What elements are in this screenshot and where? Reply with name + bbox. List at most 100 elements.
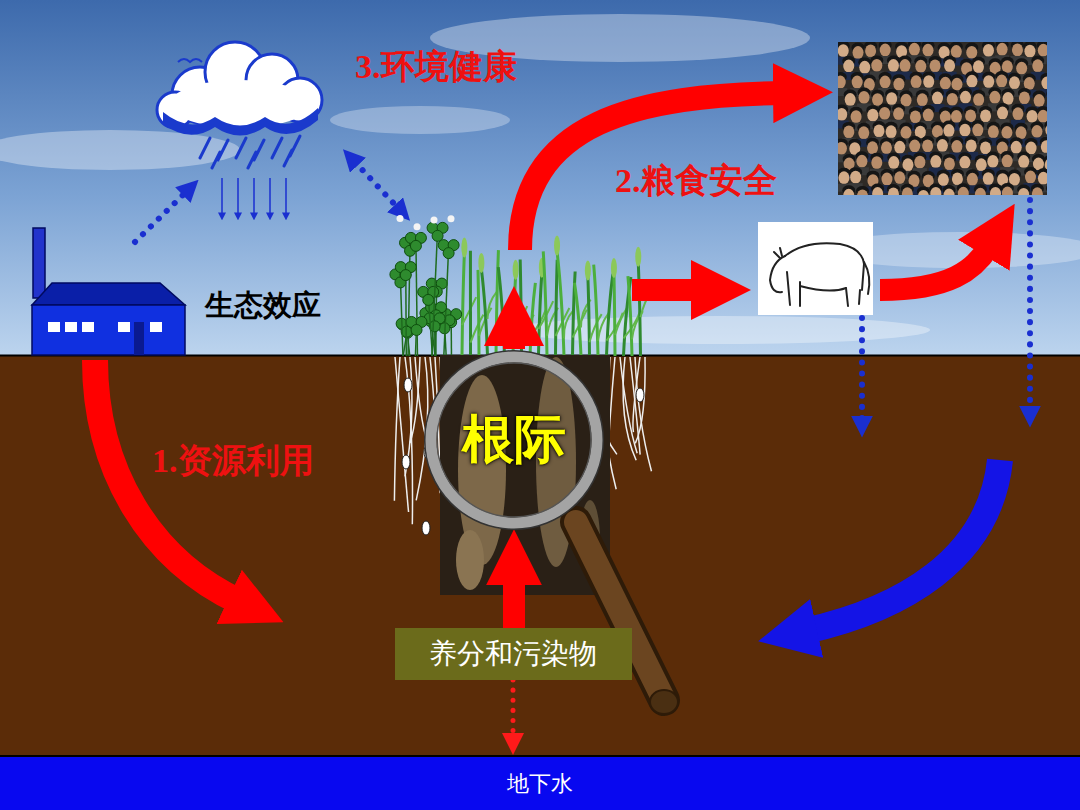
crowd-hair <box>1046 183 1047 193</box>
crowd-face <box>938 173 949 186</box>
crowd-face <box>843 189 854 195</box>
lens-ring-edge <box>437 363 591 517</box>
crowd-face <box>983 172 994 185</box>
cow-outline <box>774 248 782 258</box>
cow-outline <box>770 256 785 292</box>
effect-label: 生态效应 <box>205 286 321 326</box>
grain-spike <box>513 260 519 280</box>
grass-blade <box>557 252 564 356</box>
plant-root <box>410 357 420 443</box>
crowd-face <box>922 139 933 152</box>
rain-arrow <box>285 178 287 214</box>
crowd-face <box>1016 62 1027 75</box>
crowd-face <box>1041 140 1047 153</box>
crowd-face <box>838 142 847 155</box>
clover-flower <box>431 217 438 224</box>
crowd-face <box>1038 110 1047 123</box>
crowd-face <box>1018 188 1029 195</box>
crowd-face <box>852 76 863 89</box>
clover-leaf <box>410 240 421 251</box>
grass-blade <box>539 274 542 356</box>
crowd-face <box>881 173 892 186</box>
grass-blade <box>588 276 590 356</box>
clover-leaf <box>432 230 443 241</box>
dotted-arrow <box>859 318 865 420</box>
crowd-face <box>867 109 878 122</box>
crowd-face <box>856 155 867 168</box>
crowd-face <box>858 126 869 139</box>
cloud-base <box>163 108 318 136</box>
crowd-face <box>983 44 994 57</box>
grass-blade <box>481 269 487 356</box>
crowd-face <box>888 59 899 72</box>
crowd-face <box>980 109 991 122</box>
crowd-face <box>893 107 904 120</box>
crowd-face <box>1002 155 1013 168</box>
rain-streak <box>212 152 220 168</box>
crowd-face <box>838 42 1047 195</box>
crowd-face <box>888 187 899 195</box>
plant-root <box>635 357 645 443</box>
crowd-face <box>944 59 955 72</box>
crowd-face <box>997 43 1008 56</box>
crowd-face <box>952 172 963 185</box>
rain-streak <box>200 138 210 158</box>
crowd-face <box>930 187 941 195</box>
theme-label: 1.资源利用 <box>152 438 314 484</box>
crowd-photo <box>838 42 1047 195</box>
crowd-face <box>958 187 969 195</box>
grain-spike <box>635 247 641 267</box>
crowd-face <box>900 59 911 72</box>
crowd-face <box>894 171 905 184</box>
clover-flower <box>397 215 404 222</box>
crowd-face <box>1009 76 1020 89</box>
grass-blade <box>638 263 640 356</box>
crowd-face <box>1027 110 1038 123</box>
bird <box>178 59 202 62</box>
crowd-face <box>987 155 998 168</box>
crowd-face <box>917 93 928 106</box>
cow-frame <box>758 222 873 315</box>
rain-streak <box>248 152 256 168</box>
crowd-face <box>967 173 978 186</box>
factory-window <box>48 322 60 332</box>
flow-arrow <box>632 279 703 301</box>
handle <box>576 522 664 700</box>
grass-blade <box>513 276 516 356</box>
crowd-face <box>923 44 934 57</box>
clover-stem <box>432 231 438 356</box>
node-text: 根际 <box>462 405 566 475</box>
root-nodule <box>402 455 410 469</box>
node-text: 养分和污染物 <box>429 635 597 673</box>
crowd-face <box>871 59 882 72</box>
crowd-face <box>930 59 941 72</box>
lens-ring-edge <box>425 351 603 529</box>
rain-streak <box>200 136 300 168</box>
crowd-face <box>886 125 897 138</box>
clover-stem <box>400 277 403 356</box>
crowd-face <box>909 43 920 56</box>
crowd-face <box>959 156 970 169</box>
crowd-face <box>1041 76 1047 89</box>
plant-root <box>430 357 435 448</box>
rain-streak <box>284 150 292 166</box>
crowd-face <box>937 139 948 152</box>
rain-arrow <box>237 178 239 214</box>
crowd-face <box>1025 171 1036 184</box>
crowd-face <box>947 93 958 106</box>
soil <box>0 355 1080 755</box>
clover-leaf <box>400 270 411 281</box>
crowd-face <box>966 46 977 59</box>
flow-arrow <box>95 93 1000 631</box>
crowd-face <box>959 124 970 137</box>
crowd-face <box>900 126 911 139</box>
rain-cloud <box>157 42 322 214</box>
rain-streak <box>236 138 246 158</box>
crowd-photo <box>833 39 1060 210</box>
crowd-face <box>973 60 984 73</box>
crowd-face <box>923 109 934 122</box>
rain-streak <box>254 140 264 160</box>
sky-cloud <box>0 130 240 170</box>
crowd-face <box>1031 125 1042 138</box>
grass-blade <box>574 283 581 356</box>
